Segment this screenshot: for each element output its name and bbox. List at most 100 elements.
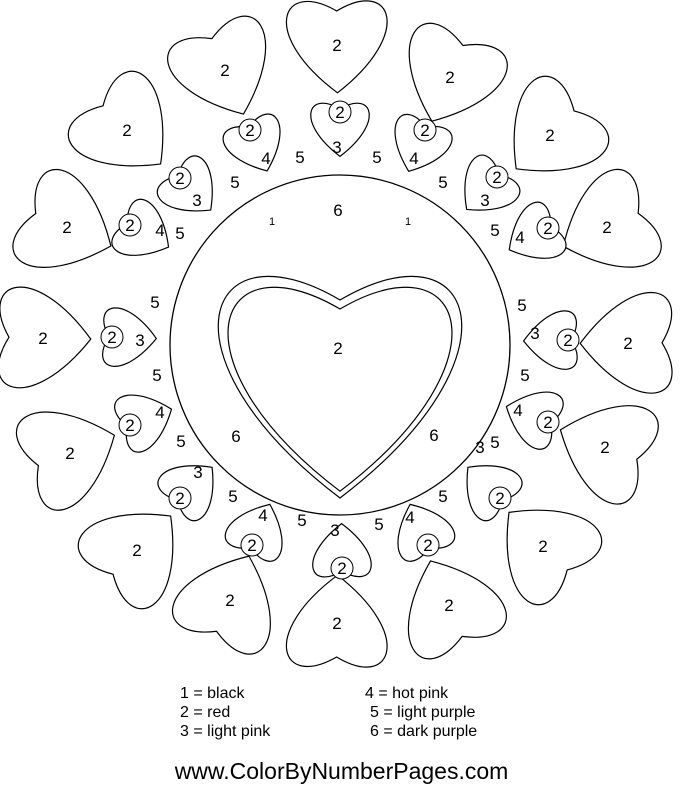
- region-number-5: 5: [372, 148, 381, 167]
- circled-heart-number: 2: [543, 219, 552, 238]
- outer-heart-number: 2: [65, 444, 74, 463]
- region-number-3: 3: [135, 331, 144, 350]
- region-number-5: 5: [175, 224, 184, 243]
- region-number-6: 6: [429, 426, 438, 445]
- circled-heart-number: 2: [107, 328, 116, 347]
- region-number-4: 4: [155, 403, 164, 422]
- circled-number-ring: [416, 533, 440, 557]
- region-number-3: 3: [330, 521, 339, 540]
- region-number-4: 4: [155, 221, 164, 240]
- region-number-4: 4: [261, 149, 270, 168]
- website-url: www.ColorByNumberPages.com: [174, 758, 509, 784]
- circled-heart-number: 2: [563, 331, 572, 350]
- region-number-3: 3: [530, 324, 539, 343]
- outer-heart-number: 2: [538, 537, 547, 556]
- circled-number-ring: [100, 325, 124, 349]
- outer-heart-number: 2: [444, 596, 453, 615]
- circled-heart-number: 2: [125, 216, 134, 235]
- outer-heart-number: 2: [225, 591, 234, 610]
- region-number-5: 5: [228, 487, 237, 506]
- circled-heart-number: 2: [247, 536, 256, 555]
- outer-heart-number: 2: [602, 218, 611, 237]
- circled-heart-number: 2: [492, 168, 501, 187]
- region-number-3: 3: [475, 438, 484, 457]
- circled-heart-number: 2: [423, 536, 432, 555]
- circled-number-ring: [168, 166, 192, 190]
- center-heart: [227, 286, 453, 492]
- region-number-3: 3: [192, 191, 201, 210]
- outer-heart-number: 2: [445, 68, 454, 87]
- circled-heart-number: 2: [175, 489, 184, 508]
- outer-heart-number: 2: [600, 438, 609, 457]
- color-key-right: 4 = hot pink 5 = light purple 6 = dark p…: [365, 684, 477, 741]
- circled-number-ring: [238, 118, 262, 142]
- region-number-5: 5: [295, 148, 304, 167]
- region-number-3: 3: [480, 191, 489, 210]
- legend-entry: 3 = light pink: [180, 723, 271, 740]
- outer-heart-number: 2: [38, 329, 47, 348]
- circled-heart-number: 2: [495, 489, 504, 508]
- outer-heart: [0, 286, 92, 389]
- outer-heart: [285, 574, 388, 668]
- outer-heart-number: 2: [332, 614, 341, 633]
- region-number-6: 6: [333, 201, 342, 220]
- outer-heart-number: 2: [122, 121, 131, 140]
- circled-heart-number: 2: [175, 169, 184, 188]
- legend-entry: 2 = red: [180, 704, 231, 721]
- circled-number-ring: [168, 486, 192, 510]
- region-number-1: 1: [269, 216, 275, 228]
- outer-heart: [579, 291, 673, 394]
- region-number-5: 5: [517, 296, 526, 315]
- outer-heart-number: 2: [220, 61, 229, 80]
- circled-heart-number: 2: [420, 121, 429, 140]
- center-heart-number: 2: [333, 339, 342, 358]
- region-number-4: 4: [258, 506, 267, 525]
- circled-heart-number: 2: [543, 413, 552, 432]
- outer-heart: [77, 513, 174, 610]
- outer-heart: [67, 70, 164, 167]
- outer-heart-number: 2: [62, 218, 71, 237]
- region-number-4: 4: [515, 228, 524, 247]
- region-number-5: 5: [438, 173, 447, 192]
- outer-heart: [167, 15, 267, 115]
- circled-number-ring: [536, 410, 560, 434]
- region-number-3: 3: [332, 138, 341, 157]
- region-number-4: 4: [405, 508, 414, 527]
- region-number-4: 4: [513, 401, 522, 420]
- inner-heart: [508, 201, 567, 259]
- region-number-5: 5: [152, 366, 161, 385]
- circled-heart-number: 2: [335, 103, 344, 122]
- region-number-6: 6: [231, 427, 240, 446]
- outer-heart: [16, 411, 116, 511]
- region-number-5: 5: [150, 293, 159, 312]
- circled-heart-number: 2: [245, 121, 254, 140]
- outer-heart-number: 2: [332, 36, 341, 55]
- circled-number-ring: [536, 216, 560, 240]
- outer-heart: [407, 560, 507, 660]
- circled-number-ring: [118, 413, 142, 437]
- region-number-5: 5: [297, 511, 306, 530]
- outer-heart-number: 2: [132, 541, 141, 560]
- legend-entry: 6 = dark purple: [370, 723, 478, 740]
- circled-heart-number: 2: [125, 416, 134, 435]
- inner-heart: [464, 154, 521, 211]
- circled-number-ring: [488, 486, 512, 510]
- region-number-5: 5: [374, 515, 383, 534]
- region-number-5: 5: [438, 487, 447, 506]
- region-number-5: 5: [520, 366, 529, 385]
- region-number-1: 1: [405, 216, 411, 228]
- region-number-3: 3: [193, 463, 202, 482]
- outer-heart: [171, 555, 271, 655]
- outer-heart: [562, 168, 662, 268]
- legend-entry: 5 = light purple: [370, 704, 476, 721]
- region-number-5: 5: [230, 173, 239, 192]
- outer-heart: [12, 168, 112, 268]
- circled-number-ring: [485, 165, 509, 189]
- region-number-5: 5: [490, 221, 499, 240]
- outer-heart-number: 2: [623, 334, 632, 353]
- outer-heart: [559, 405, 659, 505]
- region-number-5: 5: [490, 433, 499, 452]
- circled-heart-number: 2: [337, 559, 346, 578]
- outer-heart: [513, 75, 610, 172]
